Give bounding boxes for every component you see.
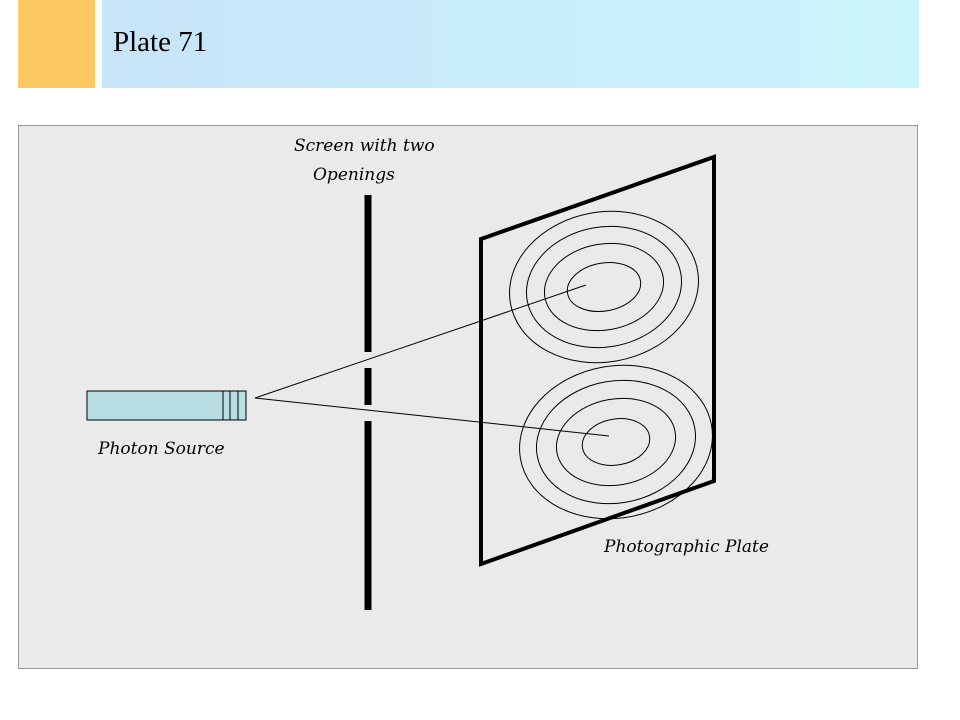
screen-label-line2: Openings	[313, 165, 395, 185]
title-accent-block	[18, 0, 95, 88]
lower-interference-rings	[519, 364, 713, 520]
diagram-panel: Screen with two Openings Photon Source P…	[18, 125, 918, 669]
slide-title: Plate 71	[113, 26, 208, 58]
photographic-plate	[479, 154, 716, 567]
lower-ring-2	[536, 379, 696, 505]
photon-source-body	[86, 390, 247, 421]
double-slit-diagram: Screen with two Openings Photon Source P…	[86, 136, 769, 610]
photographic-plate-label: Photographic Plate	[603, 537, 769, 557]
lower-ring-3	[555, 397, 677, 487]
upper-ring-3	[543, 242, 665, 332]
upper-ring-4	[566, 262, 642, 312]
lower-ring-4	[581, 418, 651, 466]
photon-path-upper	[254, 284, 587, 399]
upper-ring-2	[525, 225, 683, 349]
screen-label-line1: Screen with two	[294, 136, 435, 156]
title-bar: Plate 71	[102, 0, 919, 88]
photon-path-lower	[254, 397, 610, 437]
photon-source	[86, 390, 247, 421]
upper-ring-1	[509, 210, 699, 364]
lower-ring-1	[519, 364, 713, 520]
upper-interference-rings	[509, 210, 699, 364]
photon-source-label: Photon Source	[97, 439, 225, 459]
